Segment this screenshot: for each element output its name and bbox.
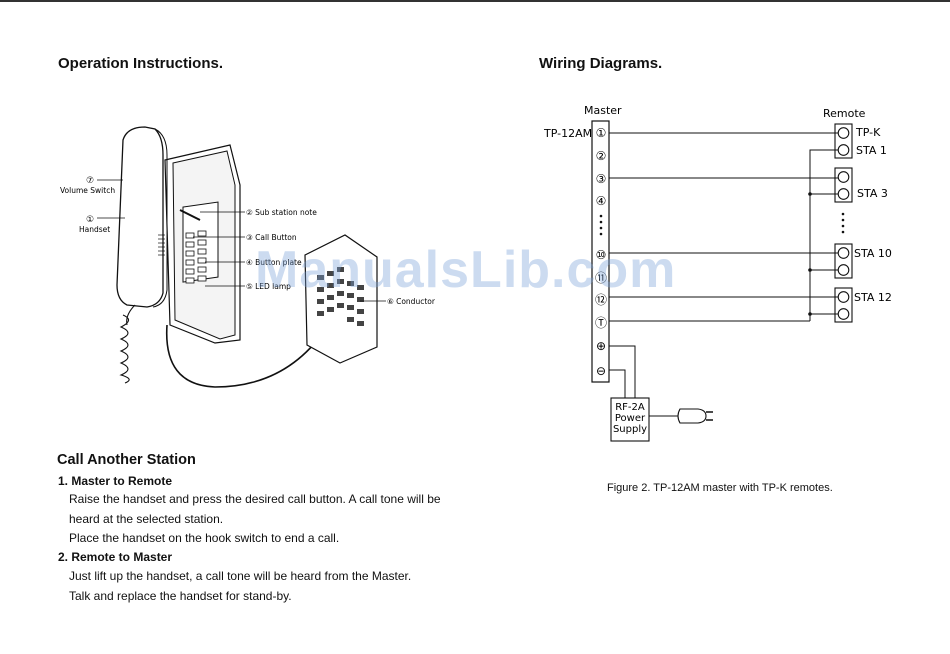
terminal-3: ③ <box>596 172 607 186</box>
station-1: STA 1 <box>856 144 887 157</box>
m2r-line-2: heard at the selected station. <box>69 512 224 526</box>
terminal-11: ⑪ <box>595 271 607 285</box>
handset-label: Handset <box>79 225 110 234</box>
call-button-label: ③ Call Button <box>246 233 297 242</box>
power-supply-box <box>610 397 650 442</box>
wiring-diagrams-title: Wiring Diagrams. <box>539 55 663 72</box>
led-lamp-label: ⑤ LED lamp <box>246 282 291 291</box>
master-terminal-strip <box>591 120 610 383</box>
terminal-12: ⑫ <box>595 293 607 307</box>
sub-station-note-label: ② Sub station note <box>246 208 317 217</box>
m2r-line-3: Place the handset on the hook switch to … <box>69 531 340 545</box>
watermark: ManualsLib.com <box>255 241 677 299</box>
operation-instructions-title: Operation Instructions. <box>58 55 224 72</box>
terminal-minus: ⊖ <box>596 364 606 378</box>
m2r-line-1: Raise the handset and press the desired … <box>69 492 441 506</box>
terminal-1: ① <box>596 126 607 140</box>
terminal-10: ⑩ <box>596 248 607 262</box>
power-supply-line-2: Power <box>615 413 646 424</box>
handset-number: ① <box>86 215 94 225</box>
power-supply-line-3: Supply <box>613 424 647 435</box>
station-3: STA 3 <box>857 187 888 200</box>
terminal-4: ④ <box>596 194 607 208</box>
model-label: TP-12AM <box>543 127 592 140</box>
plug-icon <box>677 408 707 424</box>
figure-caption: Figure 2. TP-12AM master with TP-K remot… <box>607 482 833 494</box>
intercom-illustration: ⑦ Volume Switch ① Handset ② Sub station … <box>60 126 436 388</box>
volume-switch-label: Volume Switch <box>60 186 115 195</box>
r2m-line-1: Just lift up the handset, a call tone wi… <box>69 569 412 583</box>
power-supply-model: RF-2A <box>615 402 645 413</box>
remote-to-master-heading: 2. Remote to Master <box>58 550 173 564</box>
terminal-2: ② <box>596 149 607 163</box>
call-another-station-title: Call Another Station <box>57 452 196 468</box>
master-label: Master <box>584 104 622 117</box>
r2m-line-2: Talk and replace the handset for stand-b… <box>69 589 292 603</box>
station-tpk: TP-K <box>855 126 881 139</box>
station-12: STA 12 <box>854 291 892 304</box>
wiring-diagram: Master Remote TP-12AM ① ② ③ ④ ⑩ ⑪ ⑫ Ⓣ ⊕ … <box>543 104 892 442</box>
conductor-label: ⑥ Conductor <box>387 297 436 306</box>
terminal-t: Ⓣ <box>595 316 607 330</box>
station-10: STA 10 <box>854 247 892 260</box>
button-plate-label: ④ Button plate <box>246 258 302 267</box>
volume-switch-number: ⑦ <box>86 176 94 186</box>
master-to-remote-heading: 1. Master to Remote <box>58 474 173 488</box>
remote-label: Remote <box>823 107 866 120</box>
terminal-plus: ⊕ <box>596 339 606 353</box>
page-top-rule <box>0 0 950 2</box>
